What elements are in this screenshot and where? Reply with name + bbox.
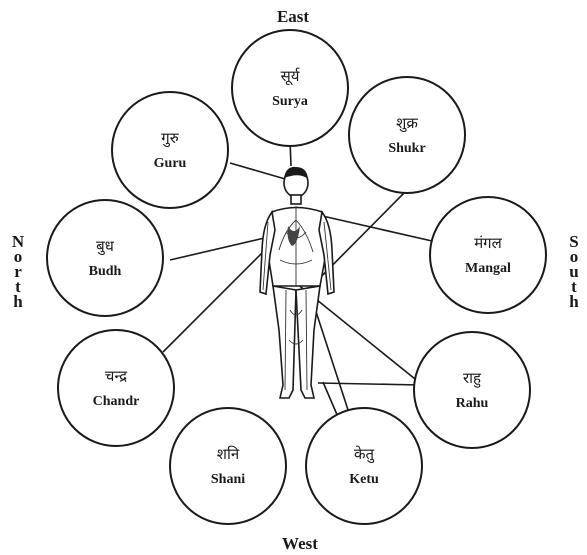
planet-devanagari-label: चन्द्र [105,367,128,385]
north-label-letter: r [14,262,22,281]
planet-name-label: Surya [272,94,308,109]
planet-rahu: राहु Rahu [413,331,531,449]
planet-budh: बुध Budh [46,199,164,317]
planet-name-label: Budh [89,264,122,279]
planet-devanagari-label: सूर्य [281,67,301,86]
human-figure [259,166,335,399]
north-label-letter: o [14,247,23,266]
planet-devanagari-label: बुध [96,237,115,256]
south-label-letter: o [570,247,579,266]
planet-circle [111,91,229,209]
planet-devanagari-label: केतु [354,445,375,464]
planet-circle [169,407,287,525]
north-label-letter: N [12,232,25,251]
planet-chandr: चन्द्र Chandr [57,329,175,447]
planet-circle [231,29,349,147]
planet-ketu: केतु Ketu [305,407,423,525]
north-label-letter: h [13,292,23,311]
planet-circle [305,407,423,525]
direction-west: West [282,534,318,553]
planet-name-label: Shukr [388,141,425,156]
direction-east: East [277,7,309,26]
planet-devanagari-label: मंगल [474,234,502,252]
planet-circle [413,331,531,449]
planet-circle [46,199,164,317]
south-label-letter: u [569,262,578,281]
planet-circle [429,196,547,314]
south-label-letter: S [569,232,578,251]
planet-devanagari-label: राहु [463,369,482,388]
planet-devanagari-label: गुरु [161,129,179,148]
planet-name-label: Rahu [456,396,489,411]
planet-name-label: Chandr [93,394,140,409]
south-label-letter: t [571,277,577,296]
planet-circle [57,329,175,447]
line-guru [229,162,293,182]
planet-devanagari-label: शुक्र [396,114,418,133]
planet-name-label: Guru [154,156,187,171]
planet-circles: सूर्य Surya शुक्र Shukr मंगल Mangal राहु Rahu के… [46,29,547,525]
planet-mangal: मंगल Mangal [429,196,547,314]
planet-name-label: Ketu [349,472,379,487]
planet-surya: सूर्य Surya [231,29,349,147]
line-rahu-b [317,382,421,386]
planet-shani: शनि Shani [169,407,287,525]
planet-name-label: Shani [211,472,245,487]
south-label-letter: h [569,292,579,311]
planet-shukr: शुक्र Shukr [348,76,466,194]
line-ketu-b [322,381,339,418]
line-mangal [317,214,433,242]
north-label-letter: t [15,277,21,296]
planet-name-label: Mangal [465,261,511,276]
planet-guru: गुरु Guru [111,91,229,209]
planet-circle [348,76,466,194]
planet-devanagari-label: शनि [217,445,240,463]
